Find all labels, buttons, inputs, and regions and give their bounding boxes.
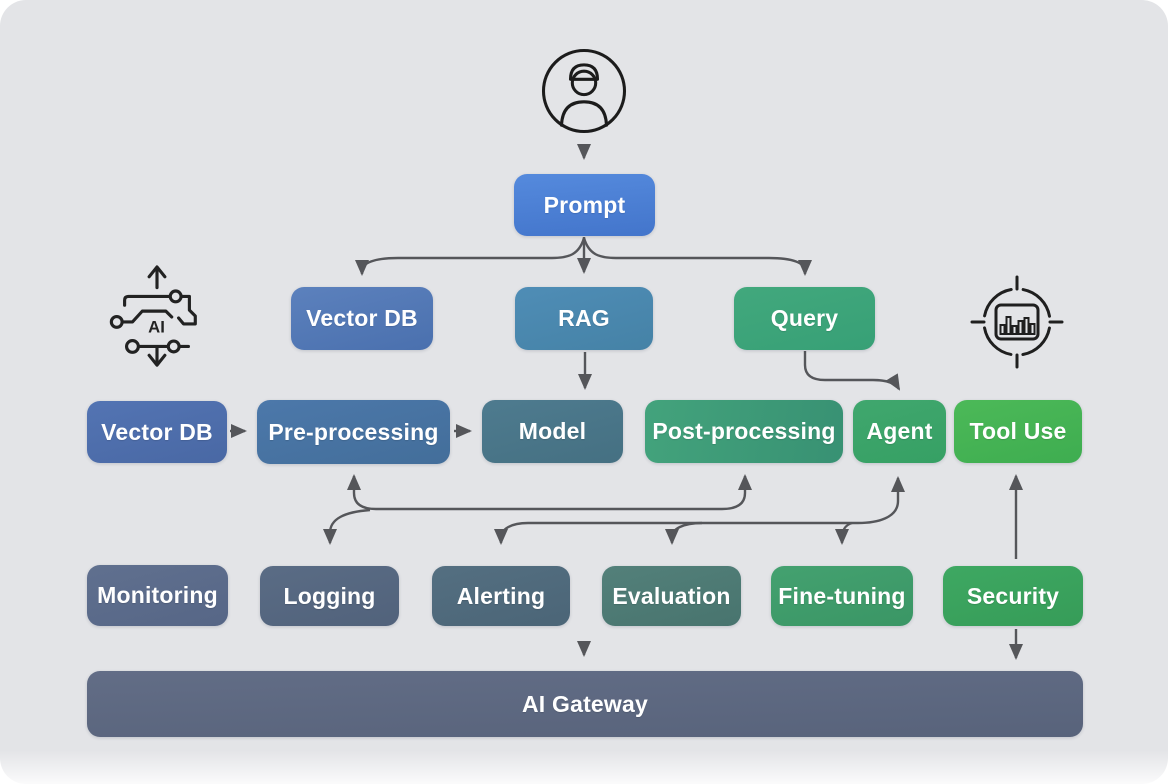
node-monitoring: Monitoring (87, 565, 228, 626)
node-vector-db-top-label: Vector DB (306, 305, 418, 331)
node-rag: RAG (515, 287, 653, 350)
ai-circuit-icon: AI (103, 258, 211, 378)
node-vector-db-mid-label: Vector DB (101, 418, 213, 445)
node-tool-use: Tool Use (954, 400, 1082, 463)
node-agent-label: Agent (866, 418, 933, 444)
bus1-arrow-down-logging (323, 508, 371, 545)
node-alerting-label: Alerting (456, 582, 546, 609)
node-agent: Agent (853, 400, 946, 463)
node-logging-label: Logging (283, 582, 376, 609)
node-pre-processing-label: Pre-processing (268, 418, 439, 445)
bus2-arrow-down-fine-tuning (835, 521, 853, 545)
node-evaluation: Evaluation (602, 566, 741, 626)
node-fine-tuning: Fine-tuning (771, 566, 913, 626)
node-tool-use-label: Tool Use (969, 418, 1067, 444)
ai-circuit-icon-label: AI (148, 318, 165, 337)
bus1-arrow-up-pre-processing (347, 474, 560, 511)
node-security-label: Security (966, 582, 1060, 609)
node-ai-gateway-label: AI Gateway (522, 690, 648, 717)
node-prompt: Prompt (514, 174, 655, 236)
user-icon (539, 46, 629, 136)
node-query: Query (734, 287, 875, 350)
node-vector-db-mid: Vector DB (87, 401, 227, 463)
bar-chart-target-icon (967, 272, 1067, 372)
node-fine-tuning-label: Fine-tuning (778, 582, 906, 609)
node-prompt-label: Prompt (543, 191, 626, 218)
arrow-prompt-to-vector-db (355, 237, 586, 276)
node-post-processing: Post-processing (645, 400, 843, 463)
bus1-arrow-up-post-processing (560, 474, 752, 511)
node-vector-db-top: Vector DB (291, 287, 433, 350)
node-ai-gateway: AI Gateway (87, 671, 1083, 737)
node-security: Security (943, 566, 1083, 626)
node-model: Model (482, 400, 623, 463)
bus2-arrow-up-agent (545, 476, 905, 525)
bottom-fade (0, 750, 1168, 784)
node-evaluation-label: Evaluation (612, 582, 731, 609)
node-rag-label: RAG (558, 305, 610, 331)
node-post-processing-label: Post-processing (652, 418, 836, 444)
node-query-label: Query (770, 305, 839, 331)
node-alerting: Alerting (432, 566, 570, 626)
arrow-prompt-to-query (582, 237, 812, 276)
node-monitoring-label: Monitoring (97, 582, 218, 608)
node-logging: Logging (260, 566, 399, 626)
node-model-label: Model (518, 418, 587, 444)
bus2-arrow-down-alerting (494, 521, 545, 545)
node-pre-processing: Pre-processing (257, 400, 450, 464)
bus2-arrow-down-evaluation (665, 521, 703, 545)
arrow-query-to-agent (803, 351, 901, 391)
